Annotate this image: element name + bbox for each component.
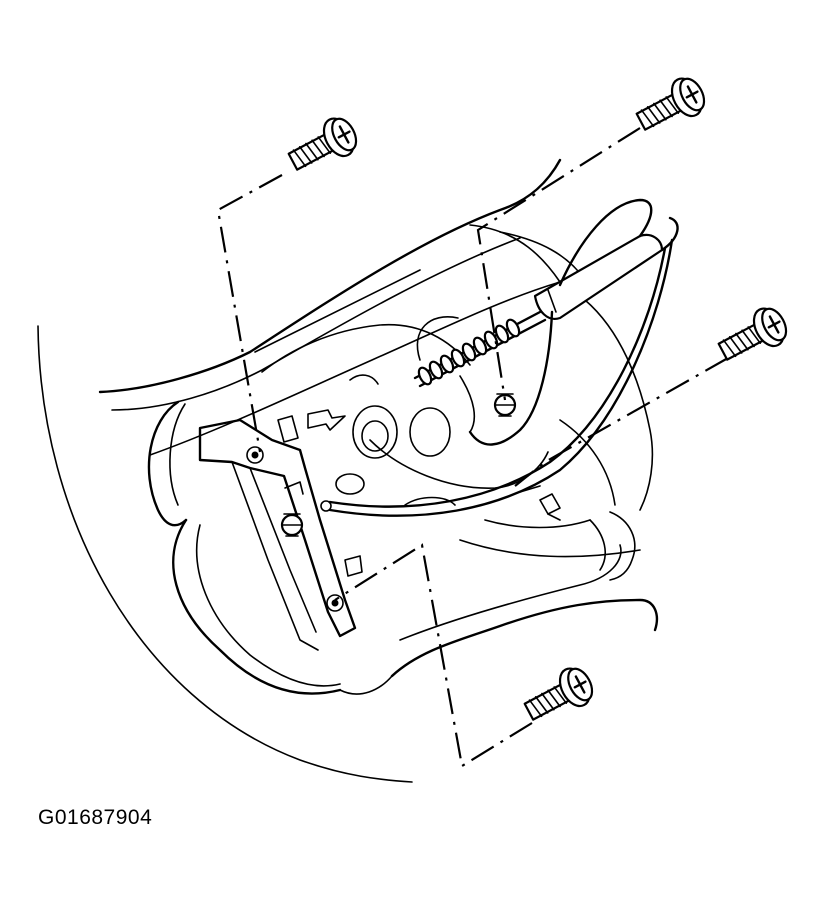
module-bracket <box>198 415 363 651</box>
screw-icon-top-right <box>635 77 706 131</box>
wire-harness <box>320 198 679 517</box>
connector-icon <box>280 393 517 537</box>
screw-icon-top-left <box>287 117 358 171</box>
leader-lines <box>216 127 729 768</box>
screw-icon-right <box>717 307 788 361</box>
coil-spring <box>413 233 664 388</box>
figure-id-label: G01687904 <box>38 806 153 829</box>
screw-icon-bottom <box>523 667 594 721</box>
steering-wheel-icon <box>37 158 659 783</box>
